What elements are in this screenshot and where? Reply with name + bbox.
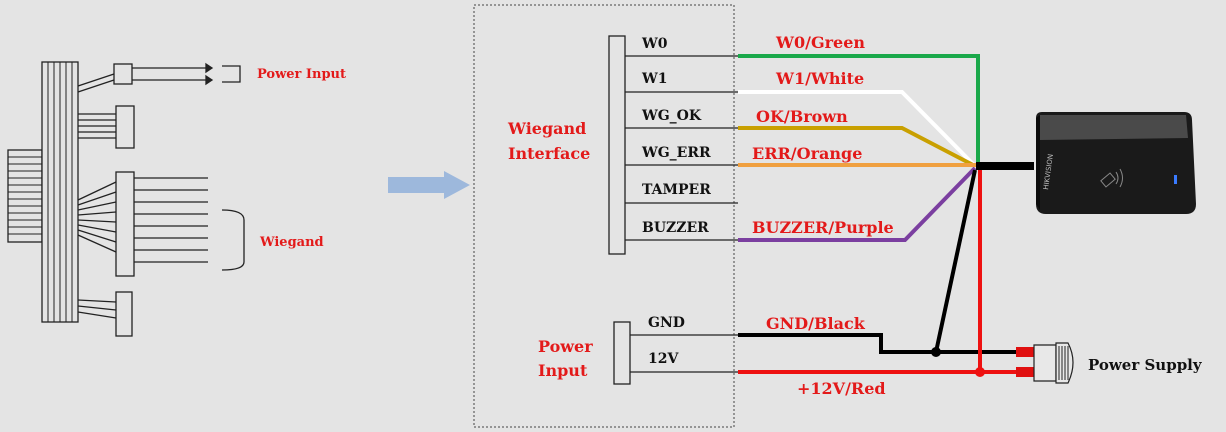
label-buzzer-purple: BUZZER/Purple (752, 218, 894, 237)
wiegand-bracket (221, 209, 245, 271)
pin-w1: W1 (641, 71, 667, 87)
power-input-title-2: Input (538, 361, 588, 380)
power-supply-label: Power Supply (1088, 356, 1203, 374)
label-w1-white: W1/White (775, 69, 864, 88)
wire-gnd-black (738, 333, 1018, 354)
wiegand-label: Wiegand (259, 235, 324, 250)
card-wave-icon (1100, 168, 1123, 188)
pin-buzzer: BUZZER (642, 220, 709, 236)
reader-led (1174, 175, 1177, 184)
pin-wg-err: WG_ERR (641, 145, 711, 161)
label-12v-red: +12V/Red (797, 379, 886, 398)
junction-gnd (931, 347, 941, 357)
power-input-title-1: Power (538, 337, 593, 356)
label-w0-green: W0/Green (775, 33, 865, 52)
pin-12v: 12V (648, 351, 679, 367)
junction-12v (975, 367, 985, 377)
wire-w1-white (738, 90, 977, 168)
wire-w0-green (738, 54, 980, 166)
card-reader: HIKVISION (1036, 112, 1196, 214)
power-terminal-block (613, 321, 631, 385)
pin-w0: W0 (641, 36, 668, 52)
pin-wg-ok: WG_OK (641, 108, 702, 124)
label-err-orange: ERR/Orange (752, 144, 862, 163)
wiegand-branch-connector (115, 171, 135, 277)
controller-boundary (473, 4, 735, 428)
label-gnd-black: GND/Black (766, 314, 866, 333)
wire-buzzer-purple (738, 166, 977, 242)
power-input-bracket (222, 65, 241, 83)
power-branch-connector (113, 63, 133, 85)
wiegand-interface-title-2: Interface (508, 144, 590, 163)
power-supply-connector (1016, 342, 1074, 384)
wiegand-terminal-block (608, 35, 626, 255)
wiegand-interface-title-1: Wiegand (507, 119, 586, 138)
wire-gnd-drop (934, 169, 977, 353)
label-ok-brown: OK/Brown (756, 107, 848, 126)
arrow-right-icon (388, 171, 470, 199)
pin-tamper: TAMPER (642, 182, 711, 198)
wire-ok-brown (738, 126, 976, 168)
pin-gnd: GND (648, 315, 685, 331)
cable-harness (7, 61, 245, 337)
power-input-label: Power Input (257, 67, 346, 82)
